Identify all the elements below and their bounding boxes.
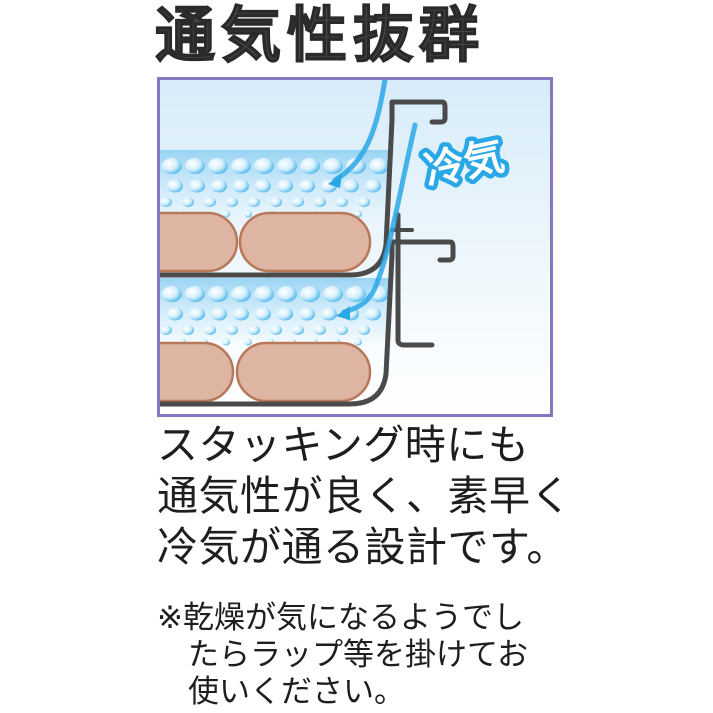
description-line: スタッキング時にも — [157, 421, 530, 469]
food-item — [238, 211, 372, 273]
container-side-rib — [395, 212, 435, 348]
bubbles-upper — [160, 158, 389, 218]
food-item — [160, 211, 239, 273]
food-item — [160, 341, 235, 403]
description: スタッキング時にも 通気性が良く、素早く 冷気が通る設計です。 — [157, 420, 572, 573]
cold-air-arrow-upper — [332, 80, 388, 183]
page-title: 通気性抜群 — [154, 1, 485, 71]
description-line: 通気性が良く、素早く — [157, 472, 572, 520]
stacking-diagram: 冷気 — [157, 77, 553, 417]
cold-air-label: 冷気 — [416, 129, 513, 200]
description-line: 冷気が通る設計です。 — [157, 523, 568, 571]
note-line: たらラップ等を掛けてお — [188, 637, 529, 673]
lower-container-outline — [160, 239, 456, 407]
svg-text:冷気: 冷気 — [421, 133, 509, 195]
stacked-containers-illustration: 冷気 — [160, 80, 513, 407]
cold-air-arrow-lower — [341, 122, 418, 315]
food-item — [235, 341, 372, 403]
note-line: 使いください。 — [188, 674, 405, 710]
note-line: ※乾燥が気になるようでし — [157, 600, 524, 636]
upper-container-outline — [160, 99, 448, 278]
care-note: ※乾燥が気になるようでし たらラップ等を掛けてお 使いください。 — [157, 600, 528, 711]
